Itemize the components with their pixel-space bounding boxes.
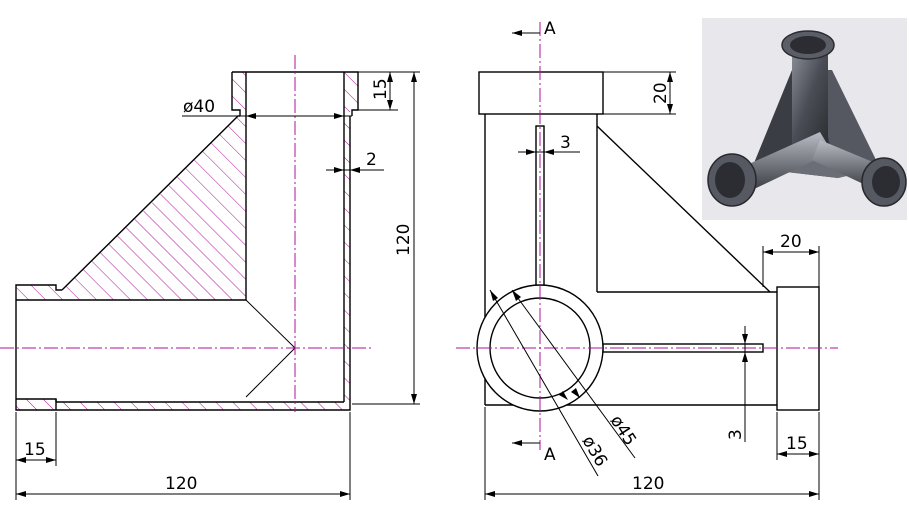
- dim-side-total-width: 120: [484, 407, 820, 500]
- hatch-top-right-wall: [344, 72, 358, 112]
- hatch-right-wall: [344, 116, 350, 402]
- model-left-socket-hole: [715, 162, 745, 198]
- front-outer-right: [15, 116, 351, 411]
- dim-side-right-bottom-text: 15: [786, 434, 808, 454]
- dim-side-rib-bottom: 3: [726, 326, 748, 442]
- section-mark-top-text: A: [544, 19, 556, 39]
- model-right-socket-hole: [872, 166, 900, 198]
- hatch-top-left-wall: [232, 72, 246, 112]
- model-thumbnail: [702, 18, 907, 220]
- dim-side-rib-text: 3: [560, 133, 571, 153]
- dim-front-diameter-text: ø40: [183, 97, 215, 117]
- dim-side-rib: 3: [518, 133, 580, 155]
- dim-front-left-width-text: 15: [24, 440, 46, 460]
- hatch-bottom-wall: [16, 399, 350, 410]
- dim-side-rib-bottom-text: 3: [726, 429, 746, 440]
- dim-front-total-width-text: 120: [165, 474, 197, 494]
- dim-side-top-height-text: 20: [651, 82, 671, 104]
- dim-front-top-height-text: 15: [371, 78, 391, 100]
- model-vertical-tube: [792, 48, 828, 144]
- section-mark-top: A: [512, 19, 556, 39]
- section-mark-bottom: A: [512, 440, 556, 465]
- dim-outer-diameter-text: ø45: [606, 412, 640, 450]
- dim-front-height-text: 120: [394, 224, 414, 256]
- dim-front-wall-text: 2: [366, 150, 377, 170]
- front-section-view: ø40 15 2 120: [0, 55, 420, 500]
- dim-front-height: 120: [352, 71, 420, 405]
- model-left-tube: [740, 132, 832, 190]
- dim-front-wall: 2: [326, 150, 384, 173]
- hatch-gusset: [62, 116, 246, 300]
- dim-front-total-width: 120: [15, 412, 351, 500]
- dim-front-left-width: 15: [15, 412, 57, 466]
- side-gusset-edge: [596, 125, 771, 293]
- leader-inner-diameter: [489, 289, 599, 477]
- dim-inner-diameter-text: ø36: [578, 433, 611, 471]
- model-web-right: [812, 70, 880, 178]
- section-mark-bottom-text: A: [544, 445, 556, 465]
- dim-front-diameter: ø40: [182, 97, 352, 119]
- model-top-socket-hole: [790, 36, 826, 54]
- dim-side-total-width-text: 120: [632, 474, 664, 494]
- front-bore-lines: [245, 72, 345, 402]
- dim-side-top-height: 20: [603, 71, 676, 115]
- dim-front-top-height: 15: [358, 71, 398, 111]
- leader-outer-diameter: [511, 289, 636, 459]
- dim-side-right-width: 20: [762, 232, 820, 287]
- dim-side-right-width-text: 20: [780, 232, 802, 252]
- dim-side-right-bottom: 15: [776, 412, 820, 460]
- hatch-left-top-wall: [16, 285, 62, 300]
- side-top-collar: [478, 71, 604, 115]
